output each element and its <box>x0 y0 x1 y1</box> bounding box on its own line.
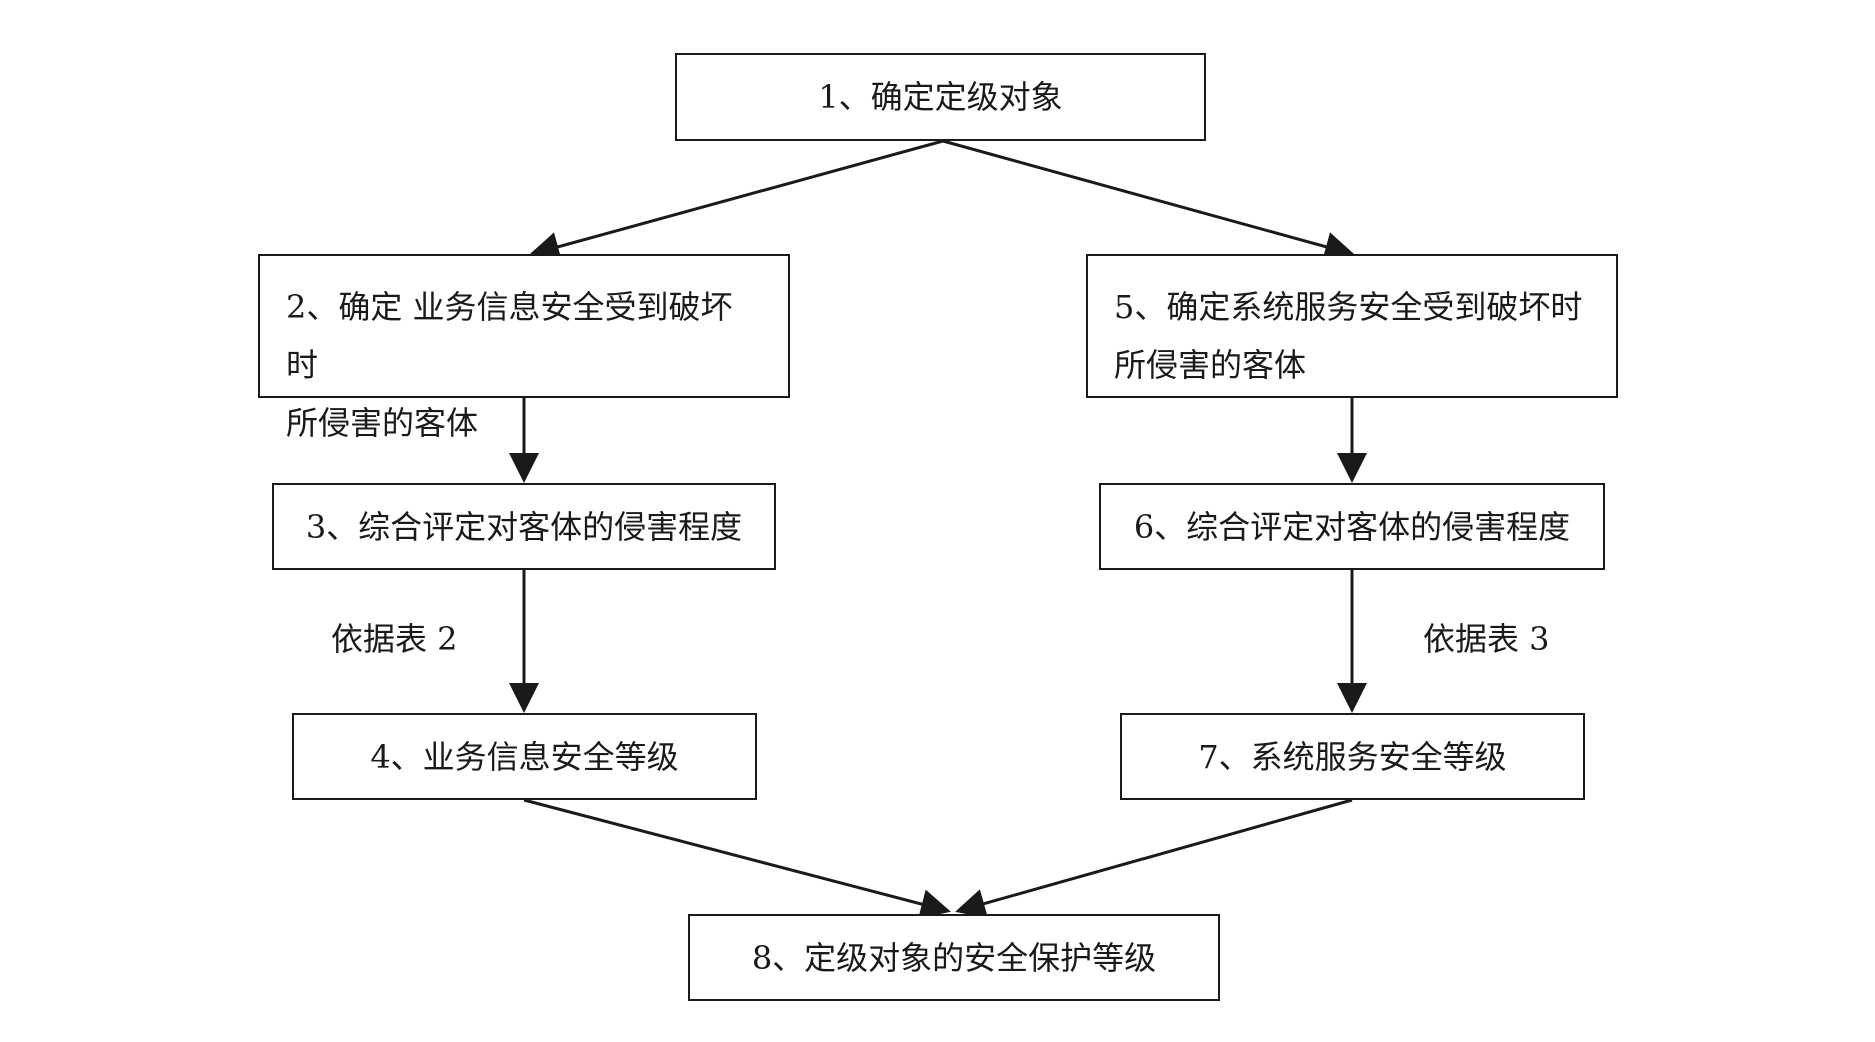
step-2-label-line1: 2、确定 业务信息安全受到破坏时 <box>286 288 733 384</box>
step-7-label: 7、系统服务安全等级 <box>1198 737 1507 776</box>
step-3-label: 3、综合评定对客体的侵害程度 <box>305 507 743 546</box>
step-4-box: 4、业务信息安全等级 <box>292 713 757 800</box>
step-2-box: 2、确定 业务信息安全受到破坏时 所侵害的客体 <box>258 254 790 442</box>
step-2-label-line2: 所侵害的客体 <box>286 404 479 442</box>
step-5-label-line1: 5、确定系统服务安全受到破坏时 <box>1114 288 1583 326</box>
edge-label-basis-table-2: 依据表 2 <box>331 620 458 658</box>
edge-label-basis-table-3: 依据表 3 <box>1423 620 1550 658</box>
step-7-box: 7、系统服务安全等级 <box>1120 713 1585 800</box>
step-6-box: 6、综合评定对客体的侵害程度 <box>1099 483 1605 570</box>
step-5-label-line2: 所侵害的客体 <box>1114 346 1307 384</box>
arrow-1-to-5 <box>942 139 1355 262</box>
step-8-box: 8、定级对象的安全保护等级 <box>688 914 1220 1001</box>
step-8-label: 8、定级对象的安全保护等级 <box>751 938 1157 977</box>
arrow-1-to-2 <box>529 139 944 262</box>
step-4-label: 4、业务信息安全等级 <box>370 737 679 776</box>
step-6-label: 6、综合评定对客体的侵害程度 <box>1133 507 1571 546</box>
step-5-box: 5、确定系统服务安全受到破坏时 所侵害的客体 <box>1086 254 1618 398</box>
step-3-box: 3、综合评定对客体的侵害程度 <box>272 483 776 570</box>
step-1-label: 1、确定定级对象 <box>818 78 1063 116</box>
arrow-4-to-8 <box>523 798 951 919</box>
step-1-box: 1、确定定级对象 <box>675 53 1206 141</box>
arrow-7-to-8 <box>955 798 1353 919</box>
